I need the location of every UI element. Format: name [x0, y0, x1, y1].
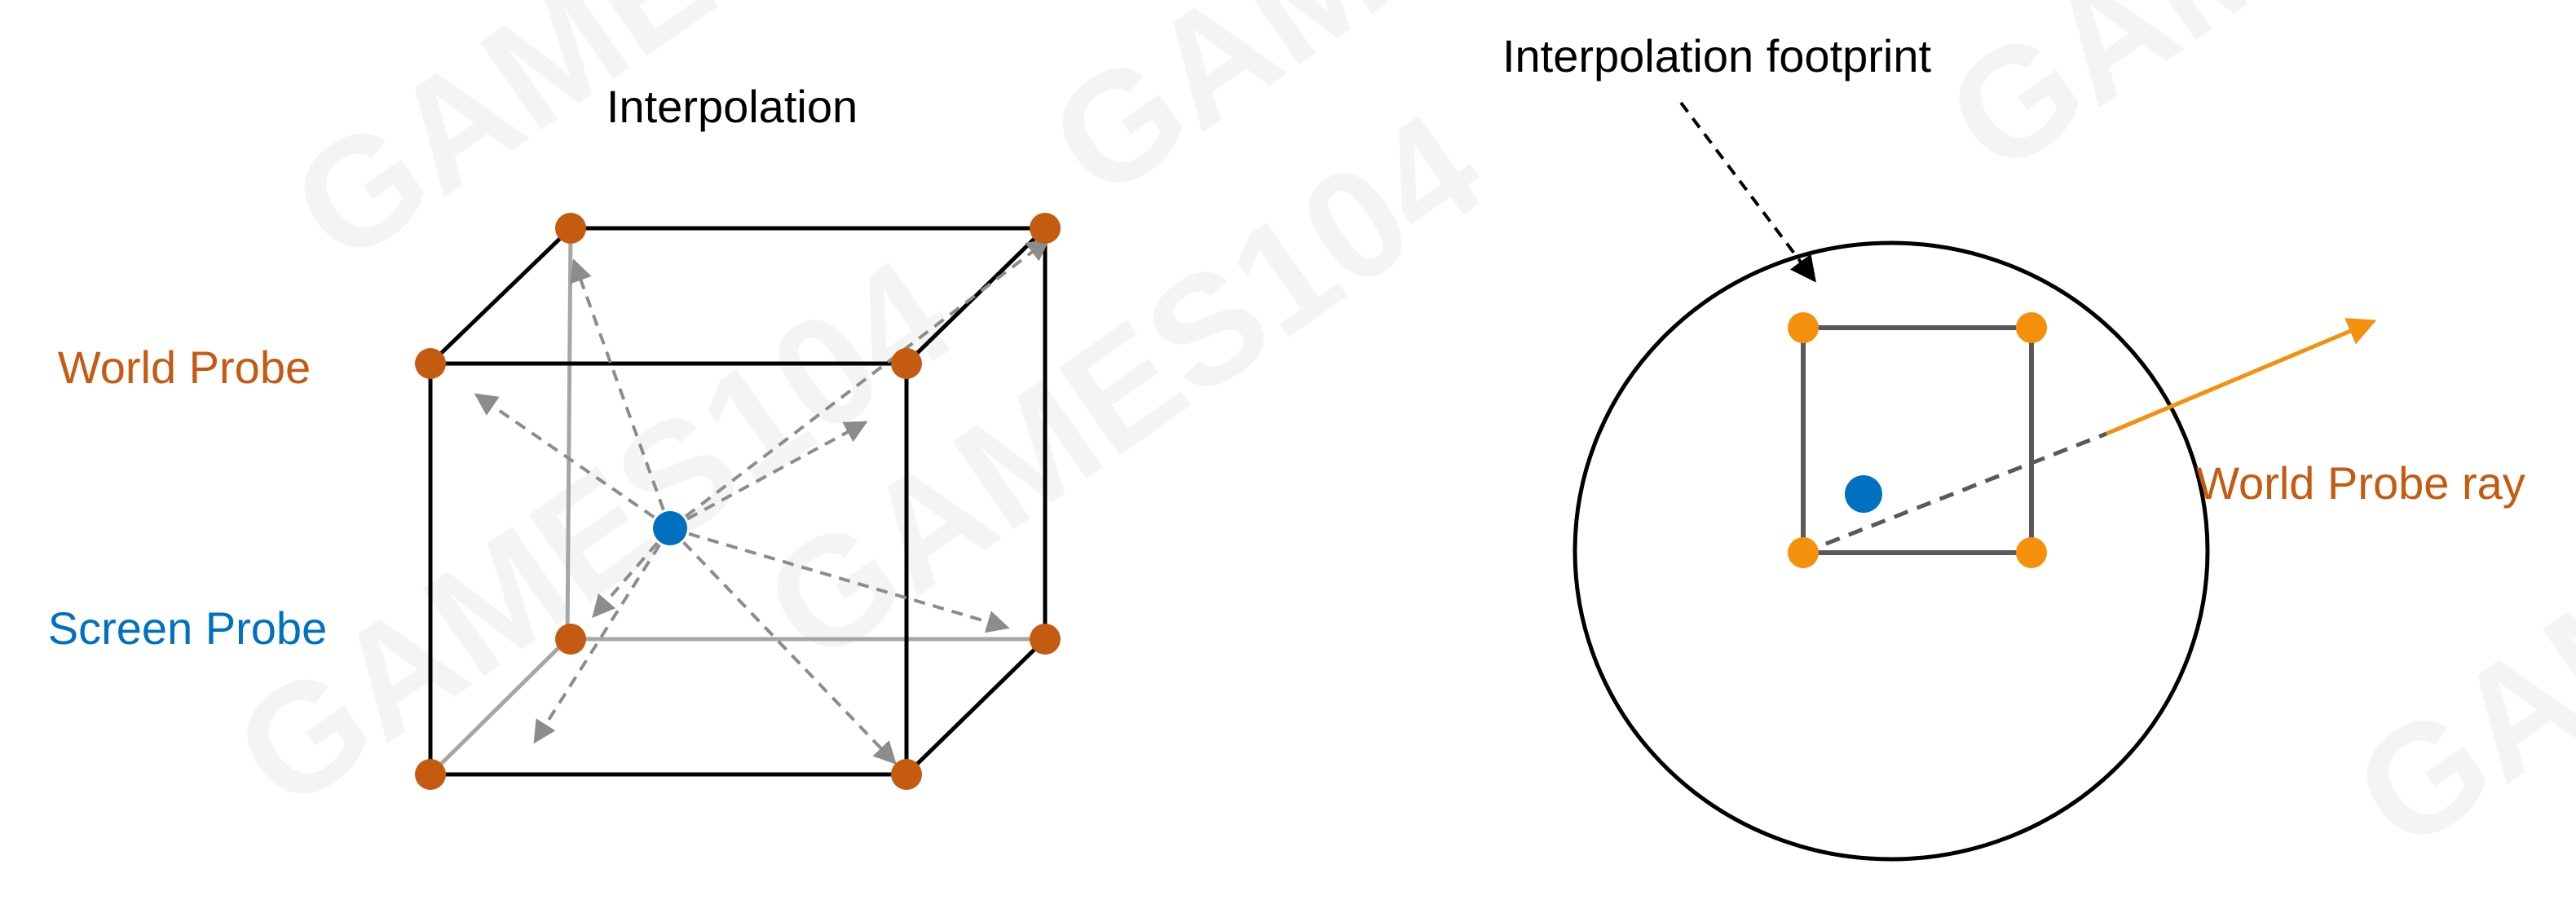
- world-probe-ray-label: World Probe ray: [2196, 457, 2525, 509]
- world-probe-dot: [891, 348, 922, 379]
- cube-diagram: Interpolation World Probe Screen Probe: [48, 81, 1061, 790]
- screen-probe-dot: [1845, 475, 1882, 513]
- world-probe-dot: [415, 759, 446, 790]
- dashed-arrow: [668, 527, 897, 765]
- cube-hidden-edge: [429, 637, 569, 776]
- cube-visible-edges: [428, 226, 1048, 777]
- world-probe-ray: [2106, 318, 2377, 436]
- interpolation-title: Interpolation: [607, 81, 858, 132]
- world-probe-dot: [1030, 624, 1061, 655]
- footprint-circle: [1573, 240, 2210, 862]
- world-probe-dot: [555, 624, 586, 655]
- world-probe-dot: [1788, 312, 1819, 343]
- probe-square: [1801, 325, 2034, 555]
- watermark-text: GAMES104: [262, 0, 1039, 297]
- world-probe-dot: [2016, 312, 2047, 343]
- watermark-text: GAMES104: [2325, 267, 2576, 883]
- dashed-arrow: [474, 393, 672, 530]
- screen-probe-dot: [653, 511, 687, 545]
- interpolation-arrows: [474, 238, 1051, 765]
- dashed-arrow: [570, 258, 672, 529]
- world-probe-dot: [1030, 213, 1061, 244]
- ray-dashed-segment: [1802, 431, 2107, 555]
- world-probe-dot: [891, 759, 922, 790]
- world-probe-dot: [2016, 537, 2047, 568]
- watermark-text: GAMES104: [1917, 0, 2576, 207]
- screen-probe-label: Screen Probe: [48, 602, 327, 654]
- world-probe-label: World Probe: [58, 342, 311, 393]
- world-probes-square: [1788, 312, 2047, 568]
- world-probe-dot: [1788, 537, 1819, 568]
- world-probe-dot: [555, 213, 586, 244]
- watermark: GAMES104 GAMES104 GAMES104 GAMES104 GAME…: [205, 0, 2576, 884]
- world-probes-cube: [415, 213, 1061, 790]
- dashed-arrow: [533, 527, 672, 744]
- cube-hidden-edge: [565, 227, 573, 640]
- world-probe-dot: [415, 348, 446, 379]
- footprint-label: Interpolation footprint: [1502, 30, 1932, 82]
- footprint-diagram: Interpolation footprint World Probe ray: [1502, 30, 2525, 862]
- dashed-arrow: [668, 238, 1051, 530]
- dashed-arrow: [669, 421, 868, 530]
- footprint-pointer-arrow: [1679, 101, 1816, 283]
